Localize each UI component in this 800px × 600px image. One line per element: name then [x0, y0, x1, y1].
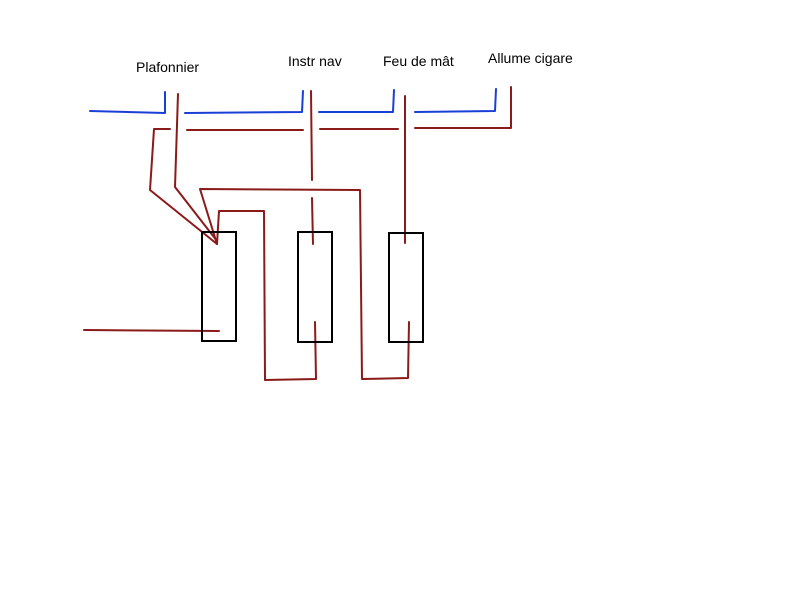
- plafonnier-feed-b: [174, 93, 218, 242]
- label-instr-nav: Instr nav: [288, 53, 342, 69]
- instr-nav-wire-upper: [310, 90, 313, 181]
- fuse-instr-nav: [297, 231, 333, 343]
- instr-nav-wire-lower: [311, 197, 314, 245]
- main-input-wire: [83, 329, 220, 332]
- positive-bus-top: [414, 86, 512, 129]
- fuse-loop-inner: [216, 210, 317, 381]
- label-allume-cigare: Allume cigare: [488, 50, 573, 66]
- plafonnier-feed-a: [149, 128, 218, 245]
- negative-bus: [89, 88, 497, 114]
- label-plafonnier: Plafonnier: [136, 59, 200, 75]
- negative-bus-segment-4: [414, 88, 497, 113]
- negative-bus-segment-2: [184, 90, 304, 114]
- negative-bus-segment-3: [318, 89, 395, 113]
- negative-bus-segment-1: [89, 91, 166, 114]
- label-feu-de-mat: Feu de mât: [383, 53, 454, 69]
- fuse-loop-outer: [199, 188, 410, 380]
- fuse-feu-de-mat: [388, 232, 424, 343]
- positive-wiring: [83, 86, 512, 381]
- fuse-plafonnier: [201, 231, 237, 342]
- fuse-block: [201, 231, 424, 343]
